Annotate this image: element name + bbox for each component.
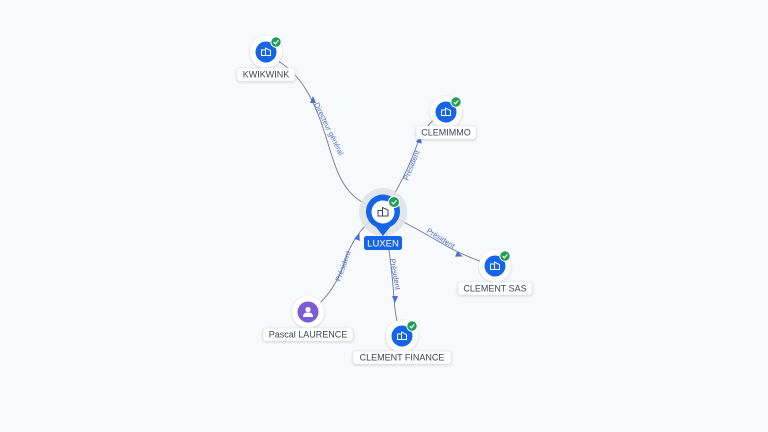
check-badge-icon bbox=[406, 320, 418, 332]
arrow-pascal-laurence bbox=[354, 233, 360, 241]
person-icon bbox=[303, 306, 313, 317]
check-badge-icon bbox=[270, 36, 282, 48]
center-label: LUXEN bbox=[367, 239, 399, 250]
edge-label-clemimmo: Président bbox=[402, 148, 423, 182]
edge-label-clement-finance: Président bbox=[388, 258, 403, 292]
node-clement-sas[interactable]: CLEMENT SAS bbox=[457, 250, 533, 296]
node-pascal-laurence[interactable]: Pascal LAURENCE bbox=[262, 296, 354, 342]
node-kwikwink[interactable]: KWIKWINK bbox=[236, 36, 296, 82]
company-building-icon bbox=[261, 47, 271, 56]
arrow-kwikwink bbox=[310, 96, 316, 103]
node-label: KWIKWINK bbox=[243, 70, 290, 80]
node-clemimmo[interactable]: CLEMIMMO bbox=[415, 96, 477, 140]
arrow-clement-sas bbox=[455, 251, 463, 257]
company-building-icon bbox=[397, 331, 407, 340]
node-clement-finance[interactable]: CLEMENT FINANCE bbox=[352, 320, 452, 365]
check-badge-icon bbox=[450, 96, 462, 108]
node-label: CLEMENT SAS bbox=[463, 284, 526, 294]
node-center-luxen[interactable]: LUXEN bbox=[359, 188, 407, 250]
edge-label-pascal-laurence: Président bbox=[333, 249, 353, 283]
company-building-icon bbox=[441, 107, 451, 116]
node-label: CLEMENT FINANCE bbox=[360, 353, 445, 363]
arrow-clement-finance bbox=[392, 296, 398, 303]
check-badge-icon bbox=[499, 250, 511, 262]
edge-label-kwikwink: Directeur général bbox=[312, 101, 345, 157]
check-badge-icon bbox=[388, 196, 400, 208]
node-label: CLEMIMMO bbox=[421, 128, 471, 138]
company-building-icon bbox=[490, 261, 500, 270]
edge-label-clement-sas: Président bbox=[425, 226, 457, 251]
company-building-icon bbox=[377, 206, 389, 217]
node-label: Pascal LAURENCE bbox=[269, 330, 348, 340]
